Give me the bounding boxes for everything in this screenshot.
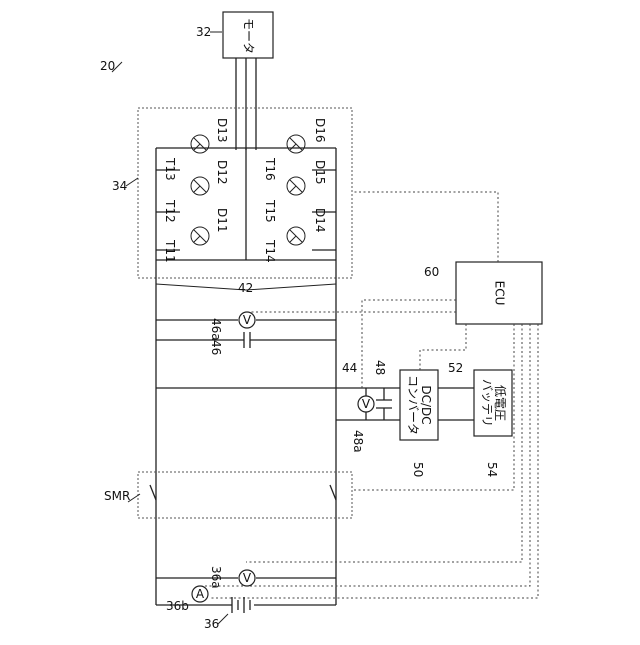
label-d12: D12: [215, 160, 229, 185]
label-d14: D14: [313, 208, 327, 233]
label-d16: D16: [313, 118, 327, 143]
label-d13: D13: [215, 118, 229, 143]
voltmeter-36a-v: V: [243, 571, 252, 585]
ammeter-36b-ref: 36b: [166, 599, 189, 613]
capacitor-46-plates: [244, 332, 250, 348]
switch-t13: [191, 135, 209, 153]
switch-t12: [191, 177, 209, 195]
dcdc-converter: DC/DCコンバータ 50: [400, 370, 438, 477]
switch-t15: [287, 177, 305, 195]
voltmeter-48a-ref: 48a: [351, 430, 365, 453]
voltmeter-48a-v: V: [362, 397, 371, 411]
lines-52-ref: 52: [448, 361, 463, 375]
label-t12: T12: [163, 199, 177, 223]
label-t13: T13: [163, 157, 177, 181]
lines-44-ref: 44: [342, 361, 357, 375]
label-d15: D15: [313, 160, 327, 185]
label-t11: T11: [163, 239, 177, 263]
smr-contacts: [150, 485, 336, 500]
ecu-label: ECU: [493, 281, 507, 306]
switch-t11: [191, 227, 209, 245]
label-d11: D11: [215, 208, 229, 233]
voltmeter-46a-ref: 46a: [209, 318, 223, 341]
dcdc-ref: 50: [411, 462, 425, 477]
ecu-ref: 60: [424, 265, 439, 279]
label-t15: T15: [263, 199, 277, 223]
voltmeter-36a-ref: 36a: [209, 566, 223, 589]
inverter-ref-leader: [126, 178, 138, 186]
voltmeter-46a-v: V: [243, 313, 252, 327]
lines-52: [438, 388, 474, 420]
capacitor-46-ref: 46: [209, 340, 223, 355]
smr-box: [138, 472, 352, 518]
switch-t16: [287, 135, 305, 153]
motor-phase-lines: [236, 58, 256, 150]
label-t14: T14: [263, 239, 277, 263]
battery-ref-leader: [218, 614, 228, 624]
battery-ref: 36: [204, 617, 219, 631]
switch-t14: [287, 227, 305, 245]
signal-36b: [200, 324, 530, 586]
low-battery-label: 低電圧バッテリ: [480, 379, 507, 427]
smr-label: SMR: [104, 489, 130, 503]
inverter-ref-label: 34: [112, 179, 127, 193]
label-t16: T16: [263, 157, 277, 181]
motor: モータ 32: [196, 12, 273, 58]
motor-ref-label: 32: [196, 25, 211, 39]
ammeter-36b-a: A: [196, 587, 205, 601]
low-battery-ref: 54: [485, 462, 499, 477]
ecu: ECU 60: [424, 262, 542, 324]
signal-ecu-inverter: [352, 192, 498, 262]
low-voltage-battery: 低電圧バッテリ 54: [474, 370, 512, 477]
battery-plates: [232, 597, 250, 613]
motor-label: モータ: [242, 18, 256, 54]
capacitor-48-plates: [376, 400, 392, 408]
power-lines-ref-label: 42: [238, 281, 253, 295]
capacitor-48-ref: 48: [373, 360, 387, 375]
